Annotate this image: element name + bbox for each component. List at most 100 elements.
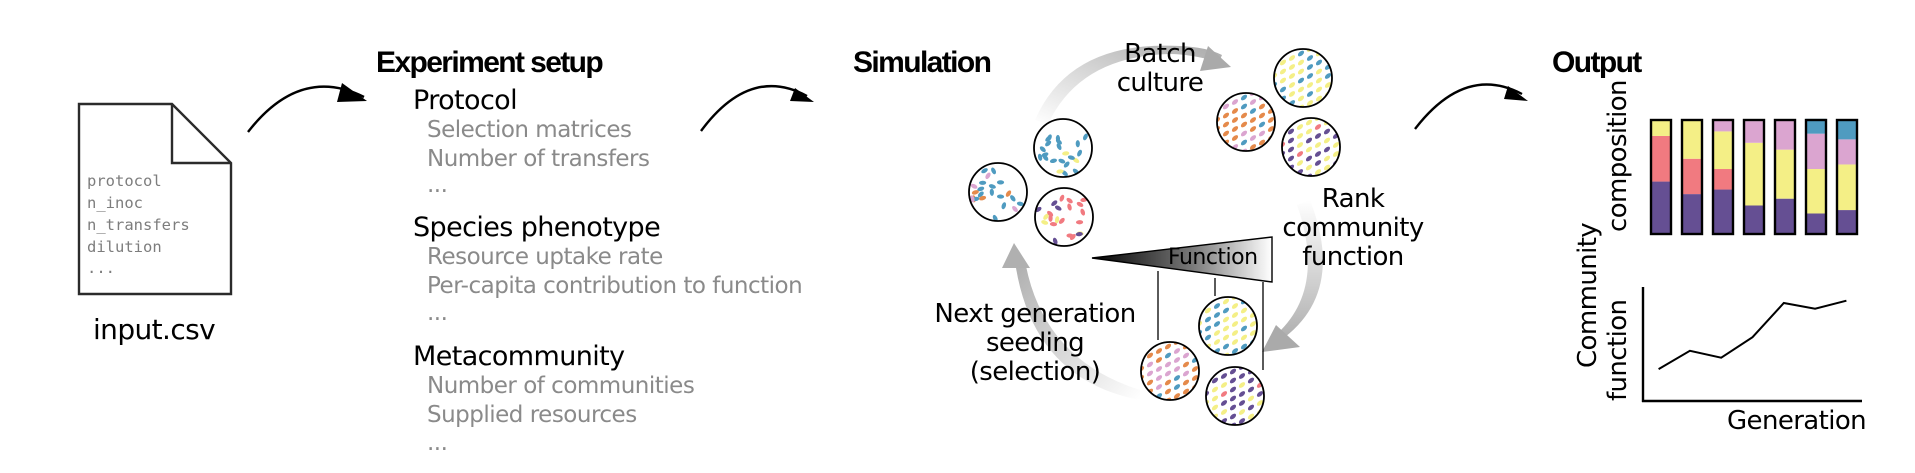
bar-segment-purple: [1651, 181, 1671, 234]
cell: [1305, 155, 1313, 162]
bar-segment-purple: [1682, 194, 1702, 234]
cell: [1231, 117, 1239, 123]
cell: [1222, 307, 1230, 314]
cell: [1146, 397, 1154, 400]
bar-segment-yellow: [1837, 164, 1857, 211]
cell: [1258, 130, 1266, 137]
cell: [1046, 134, 1052, 142]
cell: [1296, 142, 1304, 148]
param-item: ...: [427, 430, 448, 456]
cell: [1164, 370, 1172, 377]
cell: [1240, 343, 1248, 350]
cell: [1267, 117, 1275, 123]
cell: [1288, 73, 1296, 79]
label-line: (selection): [969, 357, 1101, 387]
bar-segment-yellow: [1713, 131, 1733, 170]
cell: [1323, 146, 1331, 153]
cell: [1211, 404, 1219, 411]
cell: [1206, 373, 1210, 379]
cell: [1231, 126, 1239, 132]
cell: [1332, 118, 1340, 121]
cell: [971, 190, 979, 195]
label-line: culture: [1116, 68, 1204, 98]
function-y-label: function: [1603, 299, 1633, 401]
cell: [1041, 220, 1049, 225]
flow-arrow-3-head: [1504, 86, 1528, 101]
cell: [1075, 140, 1080, 148]
cell: [970, 195, 975, 203]
cycle-arrow-batch: [1035, 45, 1231, 124]
param-item: ...: [427, 172, 448, 198]
param-item: Number of communities: [427, 373, 695, 399]
cell: [1240, 112, 1248, 119]
cell: [1238, 418, 1246, 424]
cell: [1155, 357, 1163, 363]
cell: [1287, 173, 1295, 176]
cell: [1220, 382, 1228, 388]
cell: [1231, 348, 1239, 354]
cell: [1247, 413, 1255, 420]
cell: [1314, 169, 1322, 175]
flow-arrow-3: [1414, 83, 1523, 130]
flow-arrow-2-head: [790, 88, 814, 102]
cell: [1282, 124, 1286, 130]
cell: [1324, 49, 1332, 52]
cell: [1305, 146, 1313, 153]
cell: [1306, 91, 1314, 97]
param-item: Number of transfers: [427, 146, 650, 172]
cell: [979, 195, 987, 201]
experiment-setup-title: Experiment setup: [376, 46, 604, 79]
cell: [1211, 422, 1219, 425]
cell: [1204, 325, 1212, 332]
cell: [1267, 144, 1275, 150]
cell: [1164, 388, 1172, 395]
flow-arrow-2: [700, 84, 808, 132]
cell: [1314, 133, 1322, 139]
section-protocol: Protocol: [413, 85, 518, 116]
community-dish: [1273, 48, 1333, 108]
cell: [1229, 368, 1237, 375]
cell: [1155, 375, 1163, 381]
bar-segment-pink: [1806, 133, 1826, 170]
label-line: Batch: [1124, 39, 1196, 69]
csv-line: protocol: [87, 172, 162, 190]
cell: [1173, 384, 1181, 390]
cell: [1279, 104, 1287, 107]
cell: [1288, 82, 1296, 88]
cell: [1247, 404, 1255, 411]
cell: [1222, 112, 1230, 119]
cell: [1067, 155, 1075, 160]
cell: [1249, 99, 1257, 105]
cell: [1249, 135, 1257, 141]
cell: [1010, 195, 1016, 202]
cell: [1058, 158, 1066, 164]
cell: [1274, 55, 1278, 61]
cell: [1012, 206, 1018, 213]
cell: [1199, 348, 1203, 354]
bar-outline: [1773, 118, 1797, 236]
label-line: community: [1282, 213, 1424, 243]
cell: [1279, 86, 1287, 93]
bar-segment-purple: [1837, 210, 1857, 234]
cell: [1222, 130, 1230, 137]
cell: [1213, 339, 1221, 345]
cell: [1042, 154, 1049, 161]
cell: [1315, 77, 1323, 84]
cell: [1240, 325, 1248, 332]
bar-segment-yellow: [1806, 169, 1826, 214]
cell: [1256, 391, 1264, 397]
cell: [1296, 151, 1304, 157]
cell: [1052, 237, 1058, 245]
cell: [1173, 393, 1181, 399]
cell: [1191, 393, 1199, 399]
cell: [1332, 151, 1340, 157]
cell: [1249, 144, 1257, 150]
cell: [1324, 73, 1332, 79]
cell: [1191, 366, 1199, 372]
cell: [1229, 395, 1237, 402]
bar-outline: [1711, 118, 1735, 236]
param-item: Supplied resources: [427, 402, 637, 428]
cell: [1258, 139, 1266, 146]
bar-segment-yellow: [1651, 120, 1671, 136]
